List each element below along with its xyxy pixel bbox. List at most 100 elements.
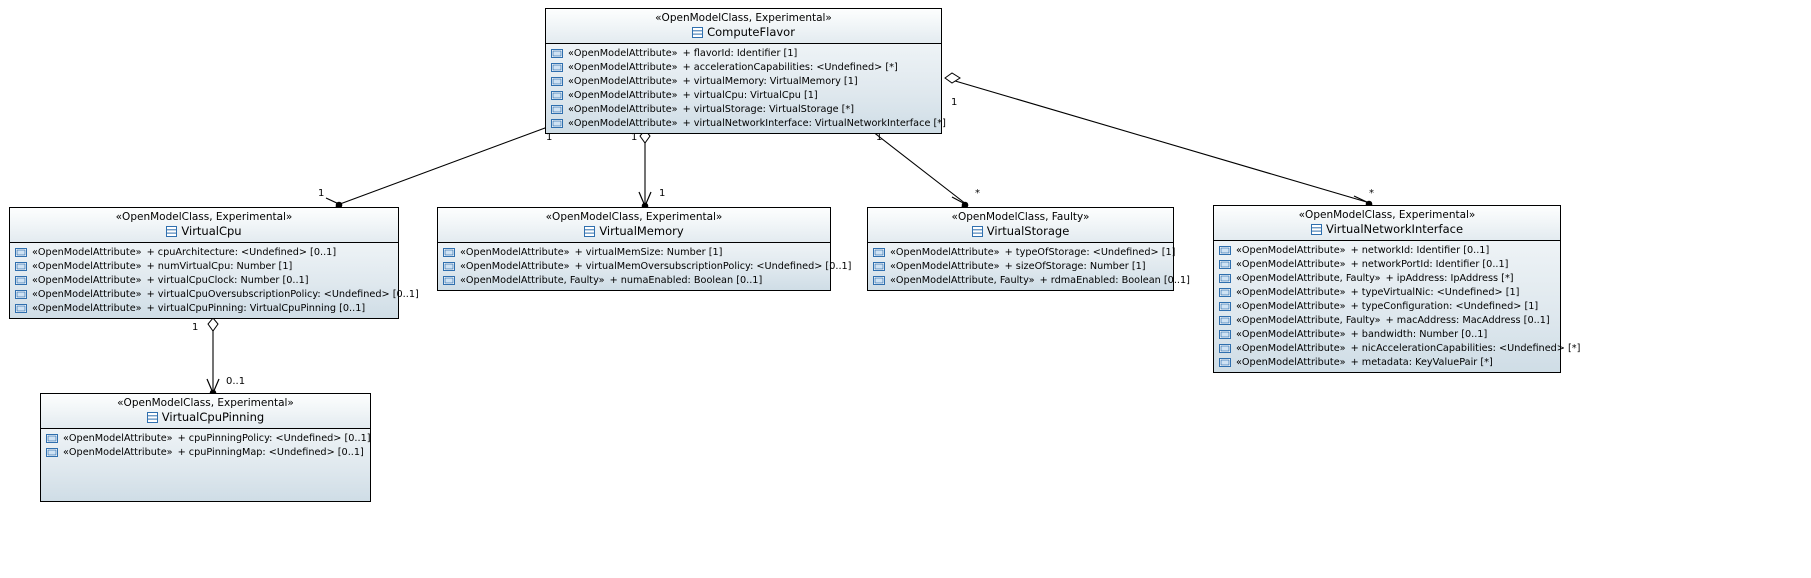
attribute-row[interactable]: «OpenModelAttribute» + metadata: KeyValu… [1214, 355, 1560, 369]
attribute-stereotype: «OpenModelAttribute, Faulty» [1236, 272, 1381, 284]
class-stereotype: «OpenModelClass, Experimental» [1298, 209, 1476, 221]
attribute-row[interactable]: «OpenModelAttribute» + virtualMemSize: N… [438, 245, 830, 259]
attribute-stereotype: «OpenModelAttribute» [460, 246, 570, 258]
attribute-icon [15, 289, 27, 299]
attribute-stereotype: «OpenModelAttribute» [1236, 286, 1346, 298]
edge-computeflavor-virtualnetworkinterface [944, 72, 1373, 209]
class-name: ComputeFlavor [707, 25, 795, 39]
uml-class-compute-flavor[interactable]: «OpenModelClass, Experimental» ComputeFl… [545, 8, 946, 134]
attribute-text: + virtualMemory: VirtualMemory [1] [682, 75, 858, 87]
attribute-row[interactable]: «OpenModelAttribute» + virtualCpu: Virtu… [546, 88, 941, 102]
class-icon [1310, 223, 1322, 235]
attribute-compartment: «OpenModelAttribute» + typeOfStorage: <U… [868, 243, 1190, 290]
class-name: VirtualStorage [986, 224, 1070, 238]
attribute-stereotype: «OpenModelAttribute» [568, 47, 678, 59]
uml-class-virtual-cpu-pinning[interactable]: «OpenModelClass, Experimental» VirtualCp… [40, 393, 371, 502]
attribute-text: + numaEnabled: Boolean [0..1] [609, 274, 763, 286]
attribute-row[interactable]: «OpenModelAttribute, Faulty» + macAddres… [1214, 313, 1560, 327]
attribute-stereotype: «OpenModelAttribute» [1236, 342, 1346, 354]
class-icon [692, 26, 704, 38]
attribute-text: + nicAccelerationCapabilities: <Undefine… [1350, 342, 1581, 354]
class-name: VirtualMemory [599, 224, 684, 238]
attribute-text: + cpuPinningPolicy: <Undefined> [0..1] [177, 432, 371, 444]
attribute-row[interactable]: «OpenModelAttribute» + networkId: Identi… [1214, 243, 1560, 257]
attribute-row[interactable]: «OpenModelAttribute» + virtualNetworkInt… [546, 116, 946, 130]
class-icon [166, 225, 178, 237]
attribute-row[interactable]: «OpenModelAttribute» + cpuPinningMap: <U… [41, 445, 370, 459]
attribute-icon [1219, 315, 1231, 325]
attribute-stereotype: «OpenModelAttribute» [1236, 328, 1346, 340]
attribute-text: + cpuArchitecture: <Undefined> [0..1] [146, 246, 337, 258]
attribute-row[interactable]: «OpenModelAttribute» + typeConfiguration… [1214, 299, 1560, 313]
attribute-stereotype: «OpenModelAttribute» [63, 432, 173, 444]
class-stereotype: «OpenModelClass, Experimental» [545, 211, 723, 223]
class-name: VirtualNetworkInterface [1325, 222, 1464, 236]
attribute-row[interactable]: «OpenModelAttribute, Faulty» + numaEnabl… [438, 273, 830, 287]
attribute-row[interactable]: «OpenModelAttribute» + virtualMemOversub… [438, 259, 851, 273]
attribute-row[interactable]: «OpenModelAttribute» + cpuArchitecture: … [10, 245, 398, 259]
multiplicity-label: 1 [546, 132, 553, 143]
class-stereotype: «OpenModelClass, Experimental» [655, 12, 832, 24]
uml-class-virtual-storage[interactable]: «OpenModelClass, Faulty» VirtualStorage … [867, 207, 1190, 291]
attribute-icon [873, 275, 885, 285]
attribute-row[interactable]: «OpenModelAttribute» + bandwidth: Number… [1214, 327, 1560, 341]
attribute-row[interactable]: «OpenModelAttribute» + virtualCpuClock: … [10, 273, 398, 287]
attribute-row[interactable]: «OpenModelAttribute» + accelerationCapab… [546, 60, 941, 74]
attribute-stereotype: «OpenModelAttribute» [568, 61, 678, 73]
multiplicity-label: 1 [951, 97, 958, 108]
attribute-row[interactable]: «OpenModelAttribute» + networkPortId: Id… [1214, 257, 1560, 271]
attribute-row[interactable]: «OpenModelAttribute» + typeVirtualNic: <… [1214, 285, 1560, 299]
attribute-row[interactable]: «OpenModelAttribute» + flavorId: Identif… [546, 46, 941, 60]
attribute-row[interactable]: «OpenModelAttribute» + numVirtualCpu: Nu… [10, 259, 398, 273]
attribute-text: + virtualMemOversubscriptionPolicy: <Und… [574, 260, 852, 272]
class-header-virtual-cpu-pinning: «OpenModelClass, Experimental» VirtualCp… [41, 394, 370, 429]
attribute-text: + sizeOfStorage: Number [1] [1004, 260, 1146, 272]
attribute-text: + virtualNetworkInterface: VirtualNetwor… [682, 117, 946, 129]
class-header-virtual-memory: «OpenModelClass, Experimental» VirtualMe… [438, 208, 830, 243]
attribute-row[interactable]: «OpenModelAttribute» + virtualMemory: Vi… [546, 74, 941, 88]
attribute-compartment: «OpenModelAttribute» + flavorId: Identif… [546, 44, 946, 133]
uml-class-virtual-memory[interactable]: «OpenModelClass, Experimental» VirtualMe… [437, 207, 851, 291]
attribute-stereotype: «OpenModelAttribute» [568, 103, 678, 115]
attribute-icon [15, 275, 27, 285]
attribute-stereotype: «OpenModelAttribute» [568, 117, 678, 129]
attribute-row[interactable]: «OpenModelAttribute» + virtualCpuOversub… [10, 287, 419, 301]
attribute-stereotype: «OpenModelAttribute, Faulty» [890, 274, 1035, 286]
class-icon [971, 225, 983, 237]
class-name-row: VirtualCpu [16, 224, 392, 238]
class-header-virtual-network-interface: «OpenModelClass, Experimental» VirtualNe… [1214, 206, 1560, 241]
multiplicity-label: 1 [318, 188, 325, 199]
multiplicity-label: 1 [876, 132, 883, 143]
attribute-compartment: «OpenModelAttribute» + virtualMemSize: N… [438, 243, 851, 290]
attribute-row[interactable]: «OpenModelAttribute» + typeOfStorage: <U… [868, 245, 1175, 259]
attribute-text: + macAddress: MacAddress [0..1] [1385, 314, 1550, 326]
attribute-row[interactable]: «OpenModelAttribute» + sizeOfStorage: Nu… [868, 259, 1173, 273]
attribute-row[interactable]: «OpenModelAttribute» + virtualStorage: V… [546, 102, 941, 116]
attribute-row[interactable]: «OpenModelAttribute, Faulty» + ipAddress… [1214, 271, 1560, 285]
attribute-icon [15, 247, 27, 257]
attribute-row[interactable]: «OpenModelAttribute» + virtualCpuPinning… [10, 301, 398, 315]
attribute-text: + virtualStorage: VirtualStorage [*] [682, 103, 855, 115]
multiplicity-label: 1 [631, 132, 638, 143]
attribute-compartment: «OpenModelAttribute» + cpuPinningPolicy:… [41, 429, 371, 501]
attribute-text: + virtualCpu: VirtualCpu [1] [682, 89, 818, 101]
attribute-icon [1219, 329, 1231, 339]
attribute-text: + numVirtualCpu: Number [1] [146, 260, 293, 272]
attribute-row[interactable]: «OpenModelAttribute, Faulty» + rdmaEnabl… [868, 273, 1190, 287]
attribute-row[interactable]: «OpenModelAttribute» + cpuPinningPolicy:… [41, 431, 371, 445]
uml-class-virtual-network-interface[interactable]: «OpenModelClass, Experimental» VirtualNe… [1213, 205, 1580, 373]
attribute-row[interactable]: «OpenModelAttribute» + nicAccelerationCa… [1214, 341, 1580, 355]
class-stereotype: «OpenModelClass, Faulty» [951, 211, 1090, 223]
uml-class-virtual-cpu[interactable]: «OpenModelClass, Experimental» VirtualCp… [9, 207, 419, 319]
attribute-icon [15, 261, 27, 271]
class-name-row: VirtualMemory [444, 224, 824, 238]
attribute-stereotype: «OpenModelAttribute, Faulty» [1236, 314, 1381, 326]
attribute-text: + virtualCpuClock: Number [0..1] [146, 274, 309, 286]
attribute-icon [443, 247, 455, 257]
attribute-icon [1219, 343, 1231, 353]
class-icon [584, 225, 596, 237]
attribute-text: + typeConfiguration: <Undefined> [1] [1350, 300, 1539, 312]
attribute-stereotype: «OpenModelAttribute» [1236, 258, 1346, 270]
attribute-icon [551, 48, 563, 58]
